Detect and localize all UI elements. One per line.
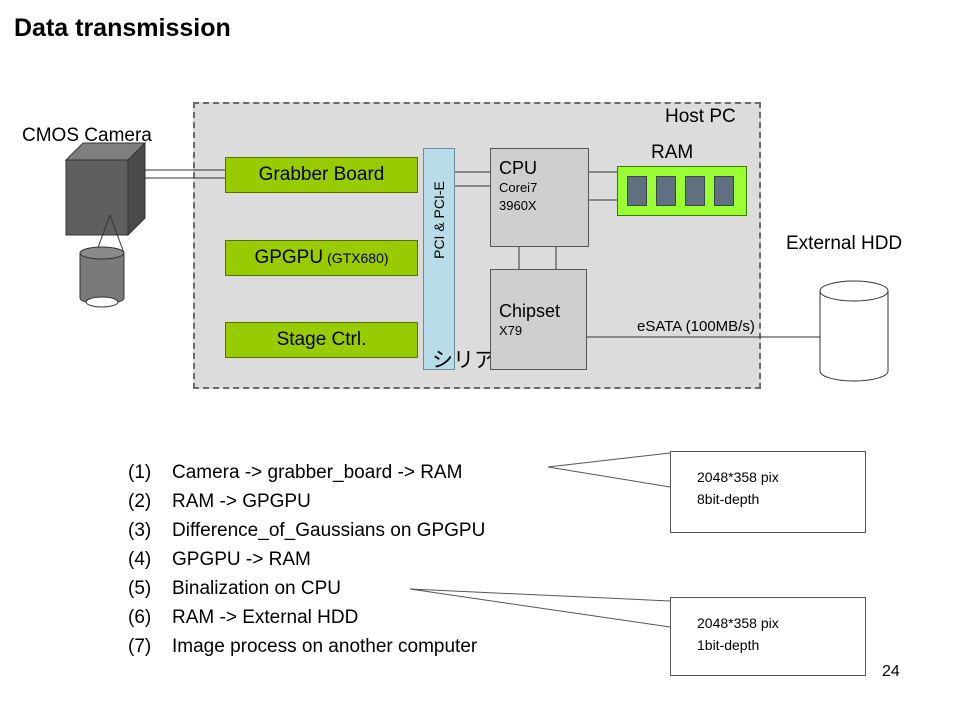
chipset-chip: Chipset X79 [490,269,587,370]
chipset-label: Chipset [499,301,561,321]
stage-ctrl-board: Stage Ctrl. [225,322,418,358]
list-item: (5)Binalization on CPU [128,578,341,599]
note-box-8bit: 2048*358 pix 8bit-depth [670,451,866,533]
gpgpu-model: (GTX680) [327,250,389,266]
pci-bus-label: PCI & PCI-E [431,181,447,259]
external-hdd-label: External HDD [786,233,903,254]
list-item: (2)RAM -> GPGPU [128,491,311,512]
camera-icon [64,141,147,308]
callout-line-upper-1 [547,452,671,468]
esata-label: eSATA (100MB/s) [637,318,755,335]
ram-icon [617,166,747,216]
list-item: (3)Difference_of_Gaussians on GPGPU [128,520,486,541]
note-line: 8bit-depth [697,491,760,507]
chipset-model: X79 [499,323,523,338]
pci-bus [423,148,455,370]
stage-ctrl-label: Stage Ctrl. [276,329,367,350]
gpgpu-board: GPGPU(GTX680) [225,240,418,276]
cpu-model-line2: 3960X [499,198,537,213]
cpu-model-line1: Corei7 [499,180,538,195]
note-line: 1bit-depth [697,637,760,653]
note-line: 2048*358 pix [697,469,779,485]
steps-list: (1)Camera -> grabber_board -> RAM (2)RAM… [128,458,485,661]
callout-line-upper-2 [547,466,671,488]
ram-module [714,176,734,206]
grabber-board: Grabber Board [225,157,418,193]
hdd-icon [819,280,889,382]
ram-label: RAM [651,142,694,163]
cpu-label: CPU [499,158,538,178]
ram-module [685,176,705,206]
list-item: (6)RAM -> External HDD [128,607,359,628]
ram-module [627,176,647,206]
cpu-chip: CPU Corei7 3960X [490,148,589,247]
note-line: 2048*358 pix [697,615,779,631]
page-title: Data transmission [14,14,231,42]
ram-module [656,176,676,206]
cmos-camera-label: CMOS Camera [22,125,152,146]
list-item: (4)GPGPU -> RAM [128,549,311,570]
callout-line-lower-1 [409,588,671,602]
grabber-board-label: Grabber Board [258,164,385,185]
list-item: (7)Image process on another computer [128,636,478,657]
note-box-1bit: 2048*358 pix 1bit-depth [670,597,866,676]
page-number: 24 [882,663,900,680]
list-item: (1)Camera -> grabber_board -> RAM [128,462,463,483]
callout-line-lower-2 [409,588,671,628]
gpgpu-label: GPGPU [254,247,324,268]
host-pc-label: Host PC [665,106,736,127]
